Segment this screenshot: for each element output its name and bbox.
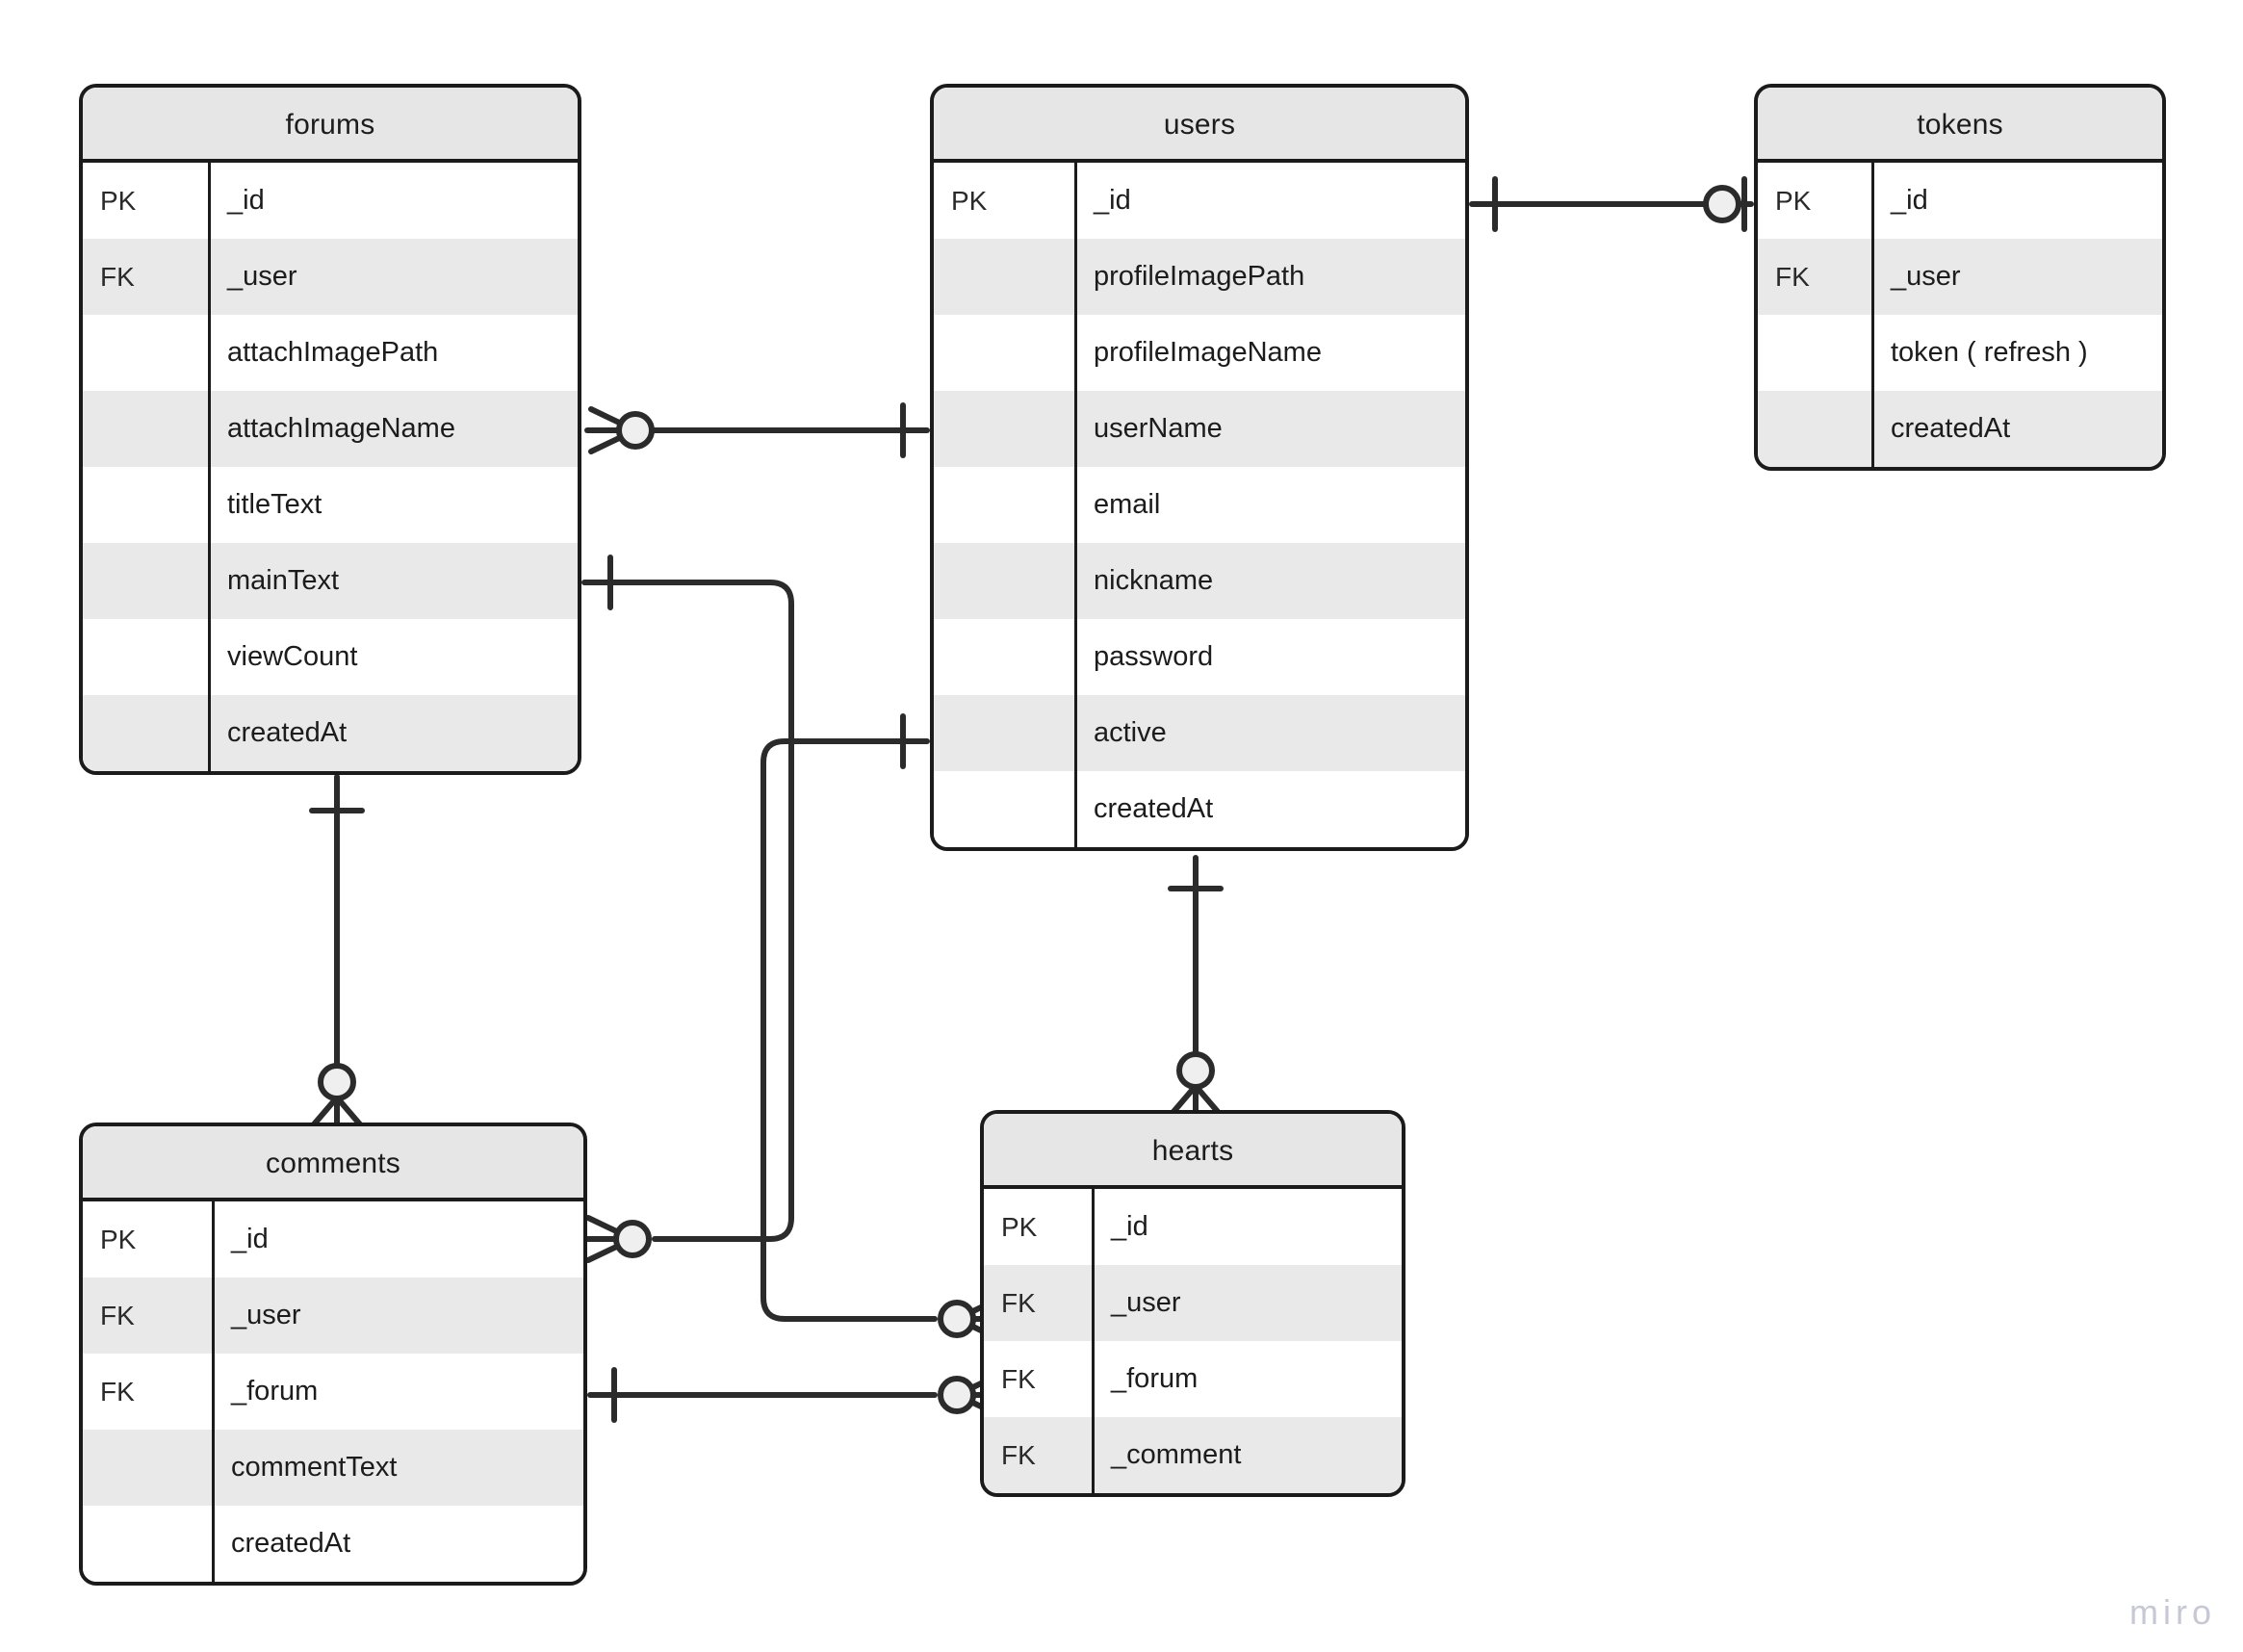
row-field: createdAt [1094, 793, 1214, 824]
table-row[interactable]: viewCount [83, 619, 578, 695]
optional-circle-forums-users [616, 411, 655, 450]
table-row[interactable]: commentText [83, 1430, 583, 1506]
row-key: PK [951, 185, 988, 216]
entity-hearts[interactable]: hearts PK _id FK _user FK _forum FK _com… [980, 1110, 1405, 1497]
wire-forums-comments-maintext [581, 580, 794, 1242]
row-field: _comment [1111, 1439, 1242, 1470]
miro-watermark: miro [2129, 1592, 2216, 1632]
table-row[interactable]: profileImagePath [934, 239, 1465, 315]
entity-tokens[interactable]: tokens PK _id FK _user token ( refresh )… [1754, 84, 2166, 471]
table-row[interactable]: createdAt [83, 695, 578, 771]
optional-circle-hearts-users [1176, 1051, 1215, 1090]
table-row[interactable]: createdAt [1758, 391, 2162, 467]
entity-comments[interactable]: comments PK _id FK _user FK _forum comme… [79, 1123, 587, 1586]
table-row[interactable]: PK _id [1758, 163, 2162, 239]
table-row[interactable]: FK _user [83, 1278, 583, 1354]
entity-title-comments: comments [83, 1126, 583, 1201]
table-row[interactable]: active [934, 695, 1465, 771]
table-row[interactable]: nickname [934, 543, 1465, 619]
row-field: viewCount [227, 641, 358, 672]
row-field: nickname [1094, 565, 1214, 596]
table-row[interactable]: email [934, 467, 1465, 543]
table-row[interactable]: titleText [83, 467, 578, 543]
entity-body-comments: PK _id FK _user FK _forum commentText cr… [83, 1201, 583, 1582]
row-key: FK [1001, 1363, 1036, 1394]
row-field: createdAt [227, 717, 348, 748]
optional-circle-comments-id [613, 1220, 652, 1258]
entity-body-forums: PK _id FK _user attachImagePath attachIm… [83, 163, 578, 771]
row-field: _user [1891, 261, 1961, 292]
optional-circle-comments-forums [318, 1063, 356, 1101]
row-field: commentText [231, 1452, 398, 1483]
row-key: FK [1001, 1439, 1036, 1470]
row-key: FK [100, 261, 135, 292]
entity-title-tokens: tokens [1758, 88, 2162, 163]
table-row[interactable]: FK _user [1758, 239, 2162, 315]
table-row[interactable]: FK _forum [83, 1354, 583, 1430]
row-field: titleText [227, 489, 322, 520]
crowfoot-forums-users [584, 406, 638, 454]
entity-title-users: users [934, 88, 1465, 163]
optional-circle-tokens [1703, 185, 1741, 223]
table-row[interactable]: attachImageName [83, 391, 578, 467]
row-field: attachImagePath [227, 337, 439, 368]
row-field: createdAt [231, 1528, 351, 1559]
table-row[interactable]: createdAt [934, 771, 1465, 847]
row-field: profileImageName [1094, 337, 1322, 368]
row-field: userName [1094, 413, 1223, 444]
row-field: attachImageName [227, 413, 455, 444]
table-row[interactable]: profileImageName [934, 315, 1465, 391]
entity-title-hearts: hearts [984, 1114, 1402, 1189]
table-row[interactable]: createdAt [83, 1506, 583, 1582]
table-row[interactable]: userName [934, 391, 1465, 467]
row-field: token ( refresh ) [1891, 337, 2088, 368]
row-field: email [1094, 489, 1161, 520]
row-key: PK [100, 1224, 137, 1254]
row-field: mainText [227, 565, 340, 596]
row-key: FK [100, 1376, 135, 1407]
row-field: _id [231, 1224, 269, 1254]
row-field: profileImagePath [1094, 261, 1305, 292]
table-row[interactable]: FK _user [984, 1265, 1402, 1341]
table-row[interactable]: token ( refresh ) [1758, 315, 2162, 391]
table-row[interactable]: PK _id [83, 1201, 583, 1278]
entity-title-forums: forums [83, 88, 578, 163]
entity-forums[interactable]: forums PK _id FK _user attachImagePath a… [79, 84, 581, 775]
table-row[interactable]: PK _id [83, 163, 578, 239]
crowfoot-comments-id [581, 1215, 635, 1263]
table-row[interactable]: PK _id [934, 163, 1465, 239]
optional-circle-hearts-user [938, 1300, 976, 1338]
row-key: PK [100, 185, 137, 216]
table-row[interactable]: password [934, 619, 1465, 695]
row-field: _user [231, 1300, 301, 1330]
table-row[interactable]: mainText [83, 543, 578, 619]
entity-body-users: PK _id profileImagePath profileImageName… [934, 163, 1465, 847]
row-field: _id [1094, 185, 1131, 216]
row-field: active [1094, 717, 1167, 748]
row-field: _forum [231, 1376, 319, 1407]
row-field: _id [1891, 185, 1928, 216]
row-key: PK [1001, 1211, 1038, 1242]
row-field: _user [227, 261, 297, 292]
optional-circle-hearts-forum [938, 1376, 976, 1414]
table-row[interactable]: FK _forum [984, 1341, 1402, 1417]
row-key: FK [100, 1300, 135, 1330]
row-field: password [1094, 641, 1214, 672]
table-row[interactable]: attachImagePath [83, 315, 578, 391]
entity-body-hearts: PK _id FK _user FK _forum FK _comment [984, 1189, 1402, 1493]
entity-body-tokens: PK _id FK _user token ( refresh ) create… [1758, 163, 2162, 467]
row-field: createdAt [1891, 413, 2011, 444]
wire-users-hearts-user [761, 738, 938, 1322]
table-row[interactable]: FK _comment [984, 1417, 1402, 1493]
row-key: PK [1775, 185, 1812, 216]
row-field: _id [1111, 1211, 1148, 1242]
row-key: FK [1001, 1287, 1036, 1318]
row-field: _forum [1111, 1363, 1199, 1394]
row-field: _user [1111, 1287, 1181, 1318]
entity-users[interactable]: users PK _id profileImagePath profileIma… [930, 84, 1469, 851]
row-key: FK [1775, 261, 1810, 292]
row-field: _id [227, 185, 265, 216]
table-row[interactable]: FK _user [83, 239, 578, 315]
table-row[interactable]: PK _id [984, 1189, 1402, 1265]
